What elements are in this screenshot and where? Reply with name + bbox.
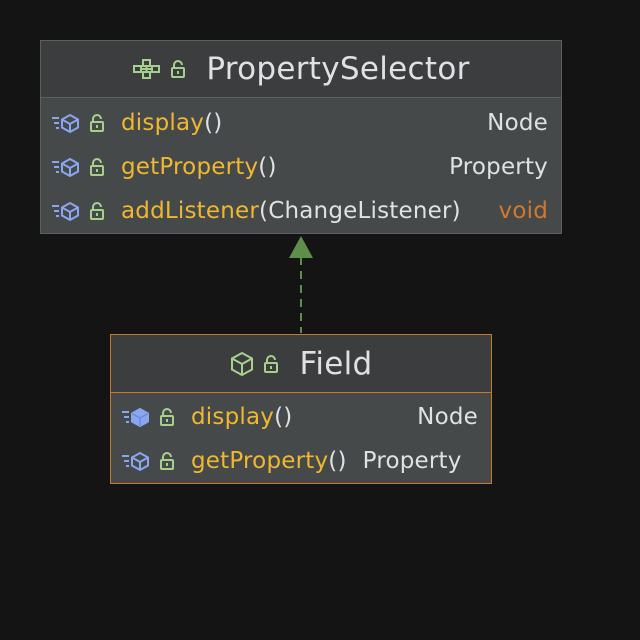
member-row[interactable]: getProperty () Property xyxy=(41,145,561,189)
interface-members: display () Node getProperty xyxy=(41,98,561,233)
class-header: Field xyxy=(111,335,491,393)
member-row[interactable]: display () Node xyxy=(111,395,491,439)
return-type: Property xyxy=(362,448,462,474)
arrow-head xyxy=(289,236,313,258)
member-row[interactable]: getProperty () Property xyxy=(111,439,491,483)
method-icons xyxy=(51,112,121,134)
public-lock-icon xyxy=(90,202,104,220)
method-params: () xyxy=(204,110,223,136)
public-lock-icon xyxy=(170,59,188,79)
abstract-method-icon xyxy=(122,451,149,472)
return-type: Node xyxy=(487,110,548,136)
abstract-method-icon xyxy=(52,157,79,178)
interface-icon xyxy=(132,58,162,80)
method-icon xyxy=(122,407,149,428)
class-box[interactable]: Field display () Node xyxy=(110,334,492,484)
method-params: () xyxy=(258,154,277,180)
interface-box[interactable]: PropertySelector display () xyxy=(40,40,562,234)
method-name: addListener xyxy=(121,198,260,224)
public-lock-icon xyxy=(90,114,104,132)
public-lock-icon xyxy=(160,408,174,426)
member-row[interactable]: addListener (ChangeListener) void xyxy=(41,189,561,233)
member-row[interactable]: display () Node xyxy=(41,101,561,145)
method-icons xyxy=(121,406,191,428)
method-params: (ChangeListener) xyxy=(259,198,461,224)
class-title: Field xyxy=(299,345,373,382)
method-icons xyxy=(51,156,121,178)
return-type: void xyxy=(498,198,548,224)
return-type: Property xyxy=(449,154,548,180)
method-icons xyxy=(121,450,191,472)
public-lock-icon xyxy=(263,354,281,374)
class-icon xyxy=(229,351,255,377)
method-params: () xyxy=(274,404,293,430)
abstract-method-icon xyxy=(52,113,79,134)
return-type: Node xyxy=(417,404,478,430)
abstract-method-icon xyxy=(52,201,79,222)
method-name: display xyxy=(191,404,275,430)
method-params: () xyxy=(328,448,347,474)
method-icons xyxy=(51,200,121,222)
interface-header: PropertySelector xyxy=(41,41,561,98)
method-name: getProperty xyxy=(191,448,329,474)
method-name: display xyxy=(121,110,205,136)
method-name: getProperty xyxy=(121,154,259,180)
public-lock-icon xyxy=(90,158,104,176)
interface-title: PropertySelector xyxy=(206,51,470,87)
public-lock-icon xyxy=(160,452,174,470)
class-members: display () Node getProperty xyxy=(111,393,491,483)
